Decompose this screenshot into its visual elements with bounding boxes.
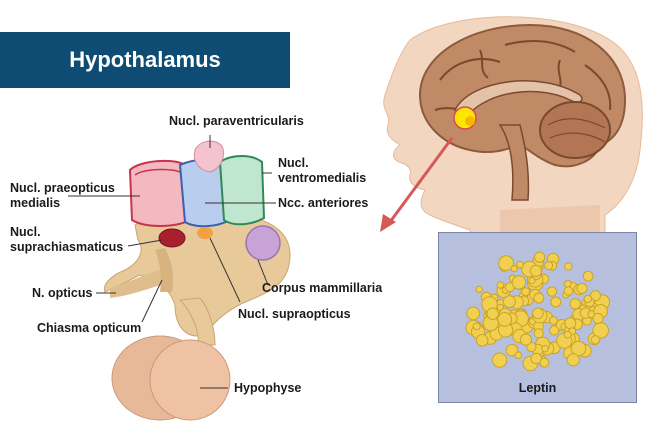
leptin-atom xyxy=(592,312,604,325)
leptin-atom xyxy=(475,285,483,294)
page-title: Hypothalamus xyxy=(0,32,290,88)
leptin-atom xyxy=(492,352,508,368)
leptin-atom xyxy=(550,296,562,308)
infundibulum xyxy=(178,297,216,346)
leptin-atom xyxy=(529,264,543,278)
leptin-atom xyxy=(576,282,588,294)
leptin-atom xyxy=(541,345,549,353)
leptin-atom xyxy=(528,277,536,285)
label-opticus: N. opticus xyxy=(32,286,93,300)
label-ventromedialis-line1: Nucl. xyxy=(278,156,309,170)
leptin-atom xyxy=(466,306,481,321)
nucleus-paraventricularis xyxy=(193,140,224,173)
nucleus-ventromedialis xyxy=(218,155,266,226)
label-supraopticus: Nucl. supraopticus xyxy=(238,307,351,321)
leptin-atom xyxy=(590,335,601,345)
leptin-atom xyxy=(532,307,544,320)
leptin-atom xyxy=(486,307,499,320)
leptin-atom xyxy=(519,333,533,346)
leptin-atom xyxy=(546,286,558,297)
label-suprachiasmaticus-line2: suprachiasmaticus xyxy=(10,240,124,254)
leptin-atom xyxy=(503,295,516,308)
leptin-protein-illustration xyxy=(465,251,610,372)
leptin-atom xyxy=(564,317,577,330)
leptin-inset: Leptin xyxy=(438,232,637,403)
hypophysis-right-lobe xyxy=(149,339,231,421)
leptin-atom xyxy=(516,260,524,269)
leptin-atom xyxy=(475,334,489,347)
leptin-atom xyxy=(521,287,531,297)
label-ventromedialis-line2: ventromedialis xyxy=(278,171,367,185)
corpus-mammillaria xyxy=(245,225,281,261)
label-suprachiasmaticus: Nucl. suprachiasmaticus xyxy=(10,225,123,255)
nucleus-supraopticus xyxy=(197,227,213,239)
leptin-atom xyxy=(583,294,593,304)
leptin-atom xyxy=(569,298,581,310)
nucleus-suprachiasmaticus xyxy=(158,228,186,248)
leptin-atom xyxy=(566,353,580,367)
leptin-atom xyxy=(533,328,544,339)
label-praeopticus-medialis: Nucl. praeopticus medialis xyxy=(10,181,115,211)
label-ventromedialis: Nucl. ventromedialis xyxy=(278,156,366,186)
leptin-atom xyxy=(549,325,560,336)
label-suprachiasmaticus-line1: Nucl. xyxy=(10,225,41,239)
leptin-atom xyxy=(533,251,546,263)
leptin-atom xyxy=(498,255,514,272)
leptin-atom xyxy=(549,316,558,325)
pointer-arrow xyxy=(388,137,454,223)
label-hypophyse: Hypophyse xyxy=(234,381,302,395)
label-anteriores: Ncc. anteriores xyxy=(278,196,369,210)
cerebellum xyxy=(539,101,611,159)
label-praeopticus-line1: Nucl. praeopticus xyxy=(10,181,115,195)
label-mammillaria: Corpus mammillaria xyxy=(262,281,383,295)
leptin-atom xyxy=(564,262,573,271)
leptin-atom xyxy=(505,343,519,357)
leptin-atom xyxy=(496,281,505,289)
leader-lines xyxy=(68,135,276,389)
label-chiasma: Chiasma opticum xyxy=(37,321,142,335)
leptin-atom xyxy=(514,351,523,360)
leptin-atom xyxy=(544,261,554,271)
leptin-atom xyxy=(530,352,542,365)
leptin-atom xyxy=(497,312,513,327)
leptin-label: Leptin xyxy=(518,381,557,395)
leptin-atom xyxy=(510,265,518,273)
leptin-atom xyxy=(563,286,574,296)
label-praeopticus-line2: medialis xyxy=(10,196,61,210)
leptin-atom xyxy=(563,330,572,339)
leptin-atom xyxy=(472,322,481,331)
label-paraventricularis: Nucl. paraventricularis xyxy=(169,114,304,128)
leptin-atom xyxy=(563,280,572,288)
leptin-atom xyxy=(511,275,527,290)
leptin-atom xyxy=(582,270,594,282)
leptin-atom xyxy=(570,340,587,357)
leptin-atom xyxy=(533,292,545,304)
